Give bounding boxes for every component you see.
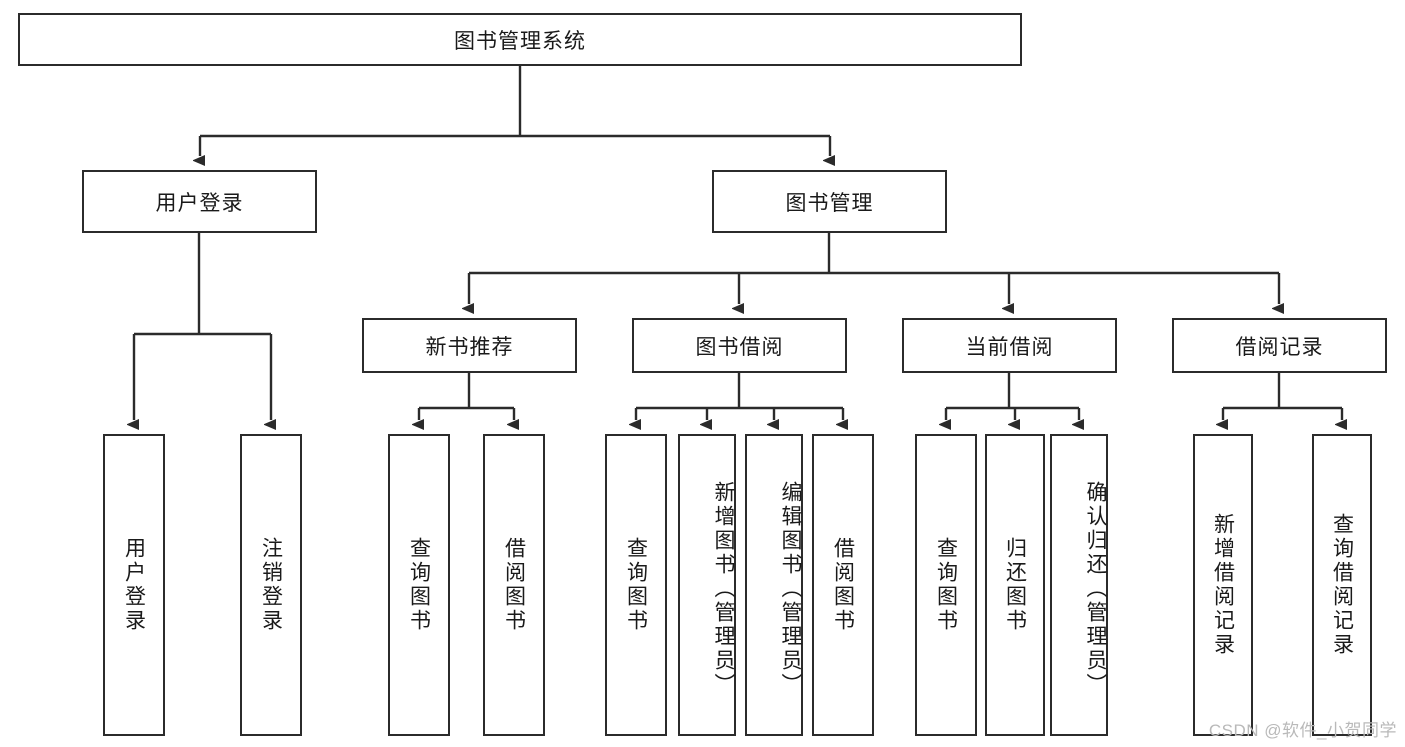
node-label: 归还图书 xyxy=(1003,537,1027,633)
node-label: 查询借阅记录 xyxy=(1330,513,1354,657)
node-label: 查询图书 xyxy=(934,537,958,633)
node-label: 注销登录 xyxy=(259,537,283,633)
node-label: 编辑图书（管理员） xyxy=(779,481,802,697)
watermark: CSDN @软件_小贺同学 xyxy=(1208,721,1397,740)
node-new-book-recommend[interactable]: 新书推荐 xyxy=(362,318,577,373)
node-label: 用户登录 xyxy=(122,537,146,633)
node-label: 图书借阅 xyxy=(695,335,784,359)
leaf-borrow-book[interactable]: 借阅图书 xyxy=(812,434,874,736)
node-label: 借阅图书 xyxy=(831,537,855,633)
node-label: 借阅图书 xyxy=(502,537,526,633)
leaf-query-book-current[interactable]: 查询图书 xyxy=(915,434,977,736)
node-current-borrow[interactable]: 当前借阅 xyxy=(902,318,1117,373)
leaf-confirm-return-admin[interactable]: 确认归还（管理员） xyxy=(1050,434,1108,736)
node-label: 图书管理系统 xyxy=(454,29,586,53)
node-book-borrow[interactable]: 图书借阅 xyxy=(632,318,847,373)
leaf-query-borrow-record[interactable]: 查询借阅记录 xyxy=(1312,434,1372,736)
node-borrow-record[interactable]: 借阅记录 xyxy=(1172,318,1387,373)
leaf-user-login[interactable]: 用户登录 xyxy=(103,434,165,736)
leaf-query-book-newbook[interactable]: 查询图书 xyxy=(388,434,450,736)
node-label: 借阅记录 xyxy=(1235,335,1324,359)
node-label: 新增借阅记录 xyxy=(1211,513,1235,657)
leaf-add-borrow-record[interactable]: 新增借阅记录 xyxy=(1193,434,1253,736)
node-label: 查询图书 xyxy=(407,537,431,633)
leaf-logout[interactable]: 注销登录 xyxy=(240,434,302,736)
node-label: 图书管理 xyxy=(785,191,874,215)
node-user-login[interactable]: 用户登录 xyxy=(82,170,317,233)
node-book-management[interactable]: 图书管理 xyxy=(712,170,947,233)
leaf-query-book-borrow[interactable]: 查询图书 xyxy=(605,434,667,736)
node-label: 确认归还（管理员） xyxy=(1084,481,1107,697)
leaf-add-book-admin[interactable]: 新增图书（管理员） xyxy=(678,434,736,736)
node-label: 新书推荐 xyxy=(425,335,514,359)
leaf-borrow-book-newbook[interactable]: 借阅图书 xyxy=(483,434,545,736)
leaf-edit-book-admin[interactable]: 编辑图书（管理员） xyxy=(745,434,803,736)
leaf-return-book[interactable]: 归还图书 xyxy=(985,434,1045,736)
node-label: 查询图书 xyxy=(624,537,648,633)
node-root[interactable]: 图书管理系统 xyxy=(18,13,1022,66)
node-label: 当前借阅 xyxy=(965,335,1054,359)
node-label: 用户登录 xyxy=(155,191,244,215)
node-label: 新增图书（管理员） xyxy=(712,481,735,697)
